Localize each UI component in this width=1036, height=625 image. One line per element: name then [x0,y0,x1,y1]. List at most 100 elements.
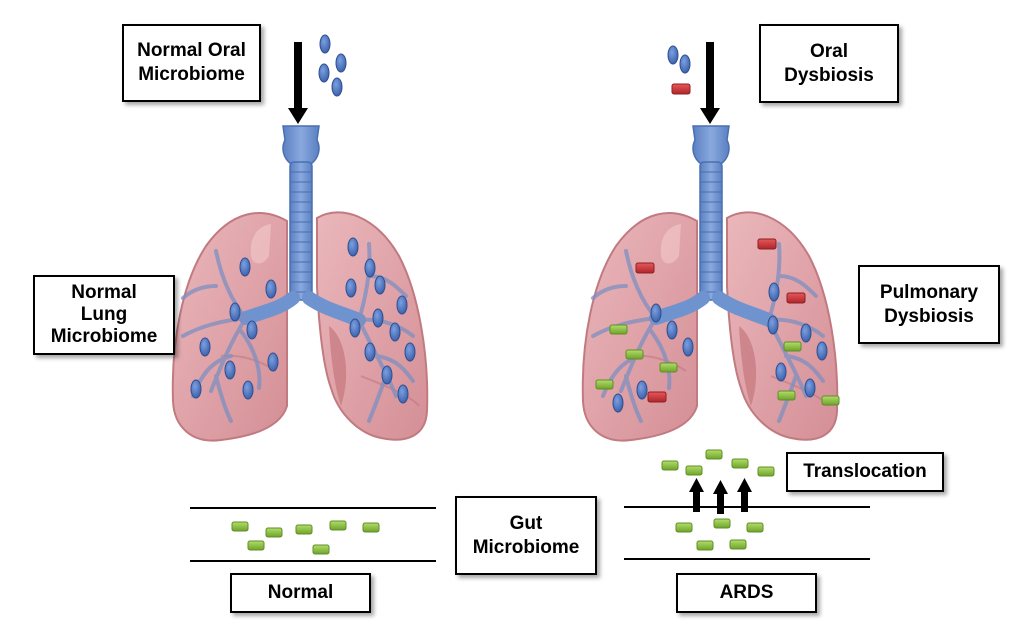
gut-bacterium [247,540,265,551]
lung-bacterium [636,380,648,400]
label-line: Lung [80,304,128,325]
pathogen-bacterium [635,262,655,274]
gut-bacterium-translocated [821,395,840,406]
gut-bacterium-translocating [757,466,775,477]
label-line: Microbiome [138,64,245,85]
lung-bacterium [768,282,780,302]
label-line: Translocation [803,461,927,482]
lung-bacterium [372,308,384,328]
translocation-arrows-icon [689,478,752,514]
lung-bacterium [267,352,279,372]
gut-bacteria-icon-group-ards [661,449,775,551]
lung-bacterium [349,318,361,338]
gut-bacterium [675,522,693,533]
label-line: Dysbiosis [884,305,974,327]
label-line: Pulmonary [879,281,979,303]
gut-bacterium [746,522,764,533]
lung-bacterium [345,278,357,298]
pathogen-bacterium [671,83,691,95]
lung-bacterium [381,365,393,385]
gut-bacterium [329,520,347,531]
lung-bacterium [804,378,816,398]
lung-bacterium [650,303,662,323]
gut-bacterium-translocating [661,460,679,471]
label-line: Gut [509,512,543,534]
label-line: Dysbiosis [784,64,874,86]
oral-bacteria-icon-group-ards [667,45,691,95]
oral-bacteria-icon-group-normal [318,34,347,97]
lung-bacterium [190,379,202,399]
label-line: Normal Oral [137,40,246,61]
lung-bacterium [800,323,812,343]
lung-bacterium [397,384,409,404]
gut-lines-normal [190,507,436,562]
label-line: Normal [267,582,334,603]
gut-bacterium-translocating [731,458,749,469]
arrow-down-icon-ards [700,42,720,124]
normal-oral-microbiome-label: Normal Oral Microbiome [122,24,261,102]
gut-bacterium [713,518,731,529]
gut-bacterium-translocated [609,324,628,335]
lung-bacterium [389,322,401,342]
pulmonary-dysbiosis-label: Pulmonary Dysbiosis [858,265,1000,344]
oral-bacterium [319,34,331,54]
normal-lung-microbiome-label: Normal Lung Microbiome [33,275,175,355]
lung-bacterium [229,302,241,322]
normal-lungs-icon [173,126,427,441]
label-line: ARDS [719,582,774,603]
oral-bacterium [331,77,343,97]
ards-lungs-icon [583,126,837,441]
oral-bacterium [335,53,347,73]
lung-bacterium [816,341,828,361]
gut-bacterium-translocated [625,349,644,360]
lung-bacterium [265,279,277,299]
gut-bacterium-translocated [659,362,678,373]
gut-bacterium-translocated [595,379,614,390]
normal-condition-label: Normal [230,573,371,613]
lung-bacterium [404,342,416,362]
gut-bacterium [312,544,330,555]
lung-bacterium [374,275,386,295]
gut-bacterium [696,540,714,551]
gut-lines-ards [624,506,870,560]
gut-bacterium-translocating [685,465,703,476]
lung-bacterium [396,295,408,315]
gut-bacterium [231,521,249,532]
oral-bacterium [667,45,679,65]
oral-bacterium [318,63,330,83]
label-line: Microbiome [50,326,158,347]
lung-bacterium [364,258,376,278]
lung-bacteria-icon-group-normal [190,237,416,404]
gut-bacterium-translocated [777,390,796,401]
lung-bacterium [347,237,359,257]
pathogen-bacterium [757,238,777,250]
lung-bacterium [612,393,624,413]
gut-bacterium [362,522,380,533]
gut-bacterium [295,524,313,535]
gut-bacterium [729,539,747,550]
gut-bacterium-translocated [783,341,802,352]
lung-bacteria-icon-group-ards [595,238,840,413]
lung-bacterium [682,337,694,357]
label-line: Normal [71,282,137,303]
oral-dysbiosis-label: Oral Dysbiosis [759,24,899,103]
translocation-label: Translocation [786,452,944,492]
lung-bacterium [242,380,254,400]
arrow-down-icon-normal [288,42,308,124]
label-line: Microbiome [472,536,580,558]
pathogen-bacterium [647,391,667,403]
gut-bacteria-icon-group-normal [231,520,380,555]
gut-bacterium-translocating [705,449,723,460]
oral-bacterium [679,54,691,74]
lung-bacterium [775,362,787,382]
label-line: Oral [809,40,849,62]
gut-bacterium [265,527,283,538]
lung-bacterium [767,315,779,335]
lung-bacterium [666,320,678,340]
pathogen-bacterium [786,292,806,304]
lung-bacterium [224,360,236,380]
lung-bacterium [246,320,258,340]
lung-bacterium [364,342,376,362]
